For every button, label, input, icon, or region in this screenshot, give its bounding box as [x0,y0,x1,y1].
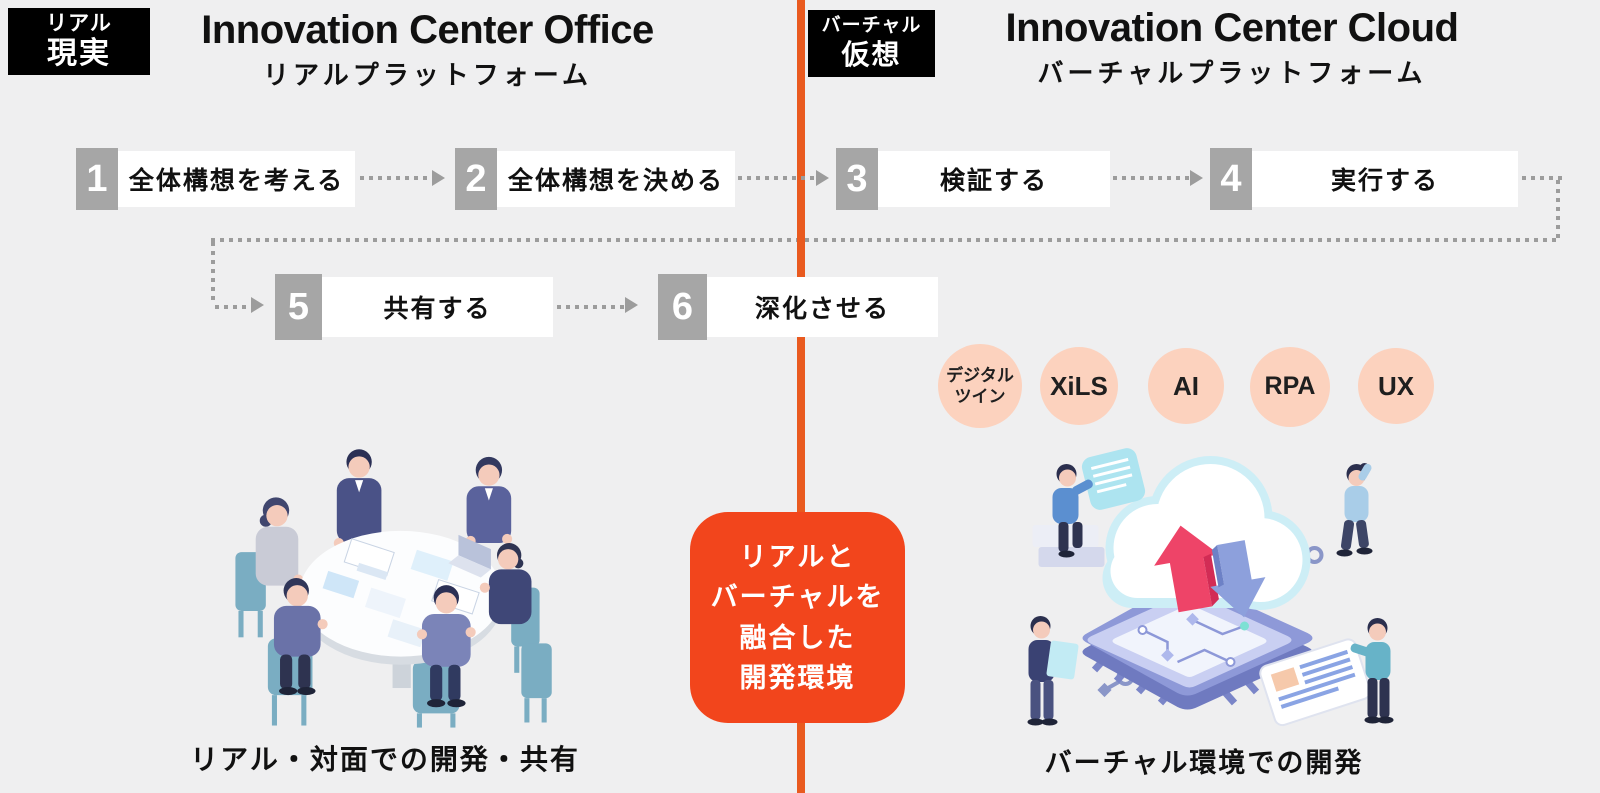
left-subtitle: リアルプラットフォーム [263,60,592,90]
step-4-number: 4 [1210,148,1252,210]
step-4-label: 実行する [1252,151,1518,207]
right-caption: バーチャル環境での開発 [1044,748,1364,778]
dotted-connector [557,305,625,309]
fused-environment-box: リアルと バーチャルを 融合した 開発環境 [690,512,905,723]
person-holding-document [1027,616,1079,726]
tag-rpa: RPA [1250,347,1330,427]
virtual-badge-top: バーチャル [821,15,922,37]
step-5-label: 共有する [322,277,553,337]
dotted-connector [211,242,215,304]
tag-digital-twin: デジタル ツイン [938,344,1022,428]
far-people [255,449,513,586]
step-3-label: 検証する [878,151,1110,207]
person-presenting [1032,448,1146,567]
dotted-connector [1522,176,1562,180]
virtual-badge-bottom: 仮想 [841,39,902,71]
step-5-number: 5 [275,274,322,340]
real-badge-top: リアル [46,11,112,35]
virtual-badge: バーチャル 仮想 [808,10,935,77]
arrow-right-icon [625,297,638,313]
dotted-connector [360,176,432,180]
step-2-label: 全体構想を決める [497,151,735,207]
step-6-number: 6 [658,274,707,340]
download-arrow-icon [1210,540,1266,618]
right-subtitle: バーチャルプラットフォーム [1037,58,1427,88]
tag-xils: XiLS [1040,347,1118,425]
arrow-right-icon [432,170,445,186]
real-virtual-divider-line [797,0,805,793]
upload-arrow-icon [1154,525,1220,613]
step-1-number: 1 [76,148,118,210]
dotted-connector [1556,180,1560,242]
step-6-label: 深化させる [707,277,938,337]
left-caption: リアル・対面での開発・共有 [190,744,580,775]
cpu-chip [1082,580,1313,710]
real-badge-bottom: 現実 [47,37,111,71]
arrow-right-icon [251,297,264,313]
person-on-phone [1336,463,1373,557]
tag-ai: AI [1148,348,1224,424]
left-title: Innovation Center Office [201,8,654,52]
step-1-label: 全体構想を考える [118,151,355,207]
tag-ux: UX [1358,348,1434,424]
real-badge: リアル 現実 [8,8,150,75]
dotted-connector [215,305,251,309]
roundtable-meeting-illustration [235,449,552,728]
step-2-number: 2 [455,148,497,210]
person-with-tablet [1259,618,1394,727]
cloud-computing-illustration [1027,448,1394,727]
dotted-connector [738,176,816,180]
near-people [273,543,532,708]
right-title: Innovation Center Cloud [1005,6,1459,50]
dotted-connector [1113,176,1190,180]
step-3-number: 3 [836,148,878,210]
arrow-right-icon [1190,170,1203,186]
dotted-connector [211,238,1560,242]
left-header: Innovation Center Office リアルプラットフォーム [155,8,700,92]
arrow-right-icon [816,170,829,186]
right-header: Innovation Center Cloud バーチャルプラットフォーム [958,6,1506,90]
